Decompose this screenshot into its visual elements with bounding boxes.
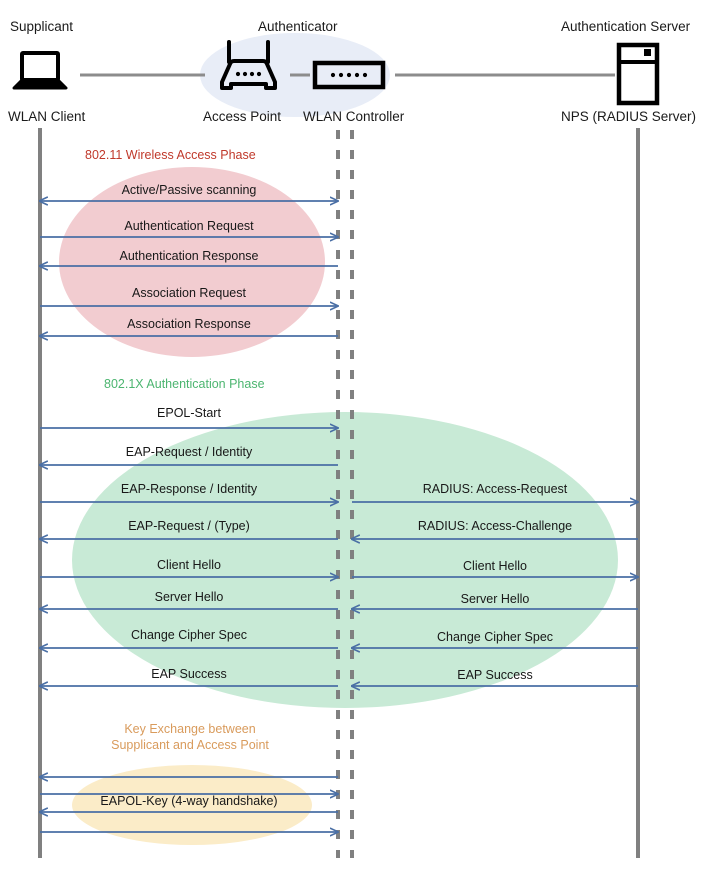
laptop-icon xyxy=(12,51,68,90)
message-label-m13: EAP Success xyxy=(151,667,227,681)
message-label-m17: Server Hello xyxy=(460,592,530,606)
message-label-m3: Authentication Response xyxy=(119,249,259,263)
message-label-m4: Association Request xyxy=(132,286,246,300)
message-label-m9: EAP-Request / (Type) xyxy=(128,519,250,533)
message-label-m19: EAP Success xyxy=(457,668,533,682)
message-label-m10: Client Hello xyxy=(157,558,221,572)
phase-title-line-1: Key Exchange between xyxy=(124,722,256,736)
actor-device-wlan-client: WLAN Client xyxy=(8,109,86,124)
wireless-router-icon xyxy=(220,40,277,90)
message-label-m15: RADIUS: Access-Challenge xyxy=(417,519,573,533)
message-label-m12: Change Cipher Spec xyxy=(130,628,248,642)
phase-title-text: 802.11 Wireless Access Phase xyxy=(85,148,256,162)
message-label-m6: EPOL-Start xyxy=(157,406,221,420)
server-rack-icon xyxy=(616,42,660,106)
phase-region-phase-key-exchange xyxy=(72,765,312,845)
actor-device-wlan-controller: WLAN Controller xyxy=(303,109,405,124)
message-label-m2: Authentication Request xyxy=(124,219,254,233)
actor-device-access-point: Access Point xyxy=(203,109,282,124)
phase-title-802-1x: 802.1X Authentication Phase xyxy=(104,377,265,393)
message-label-m8: EAP-Response / Identity xyxy=(120,482,258,496)
network-controller-icon xyxy=(312,60,386,90)
phase-title-text: 802.1X Authentication Phase xyxy=(104,377,265,391)
phase-title-key-exchange: Key Exchange between Supplicant and Acce… xyxy=(90,722,290,753)
message-label-m22: EAPOL-Key (4-way handshake) xyxy=(100,794,278,808)
actor-role-supplicant: Supplicant xyxy=(10,19,74,34)
message-label-m11: Server Hello xyxy=(154,590,224,604)
actor-role-authentication-server: Authentication Server xyxy=(561,19,691,34)
message-label-m14: RADIUS: Access-Request xyxy=(422,482,568,496)
phase-title-802-11: 802.11 Wireless Access Phase xyxy=(85,148,256,164)
actor-role-authenticator: Authenticator xyxy=(258,19,338,34)
message-label-m5: Association Response xyxy=(127,317,251,331)
message-label-m1: Active/Passive scanning xyxy=(121,183,257,197)
phase-region-phase-802-11 xyxy=(59,167,325,357)
actor-device-nps-radius-server: NPS (RADIUS Server) xyxy=(561,109,697,124)
message-label-m7: EAP-Request / Identity xyxy=(125,445,253,459)
phase-title-line-2: Supplicant and Access Point xyxy=(111,737,269,752)
message-label-m18: Change Cipher Spec xyxy=(436,630,554,644)
message-label-m16: Client Hello xyxy=(463,559,527,573)
phase-region-phase-802-1x xyxy=(72,412,618,708)
